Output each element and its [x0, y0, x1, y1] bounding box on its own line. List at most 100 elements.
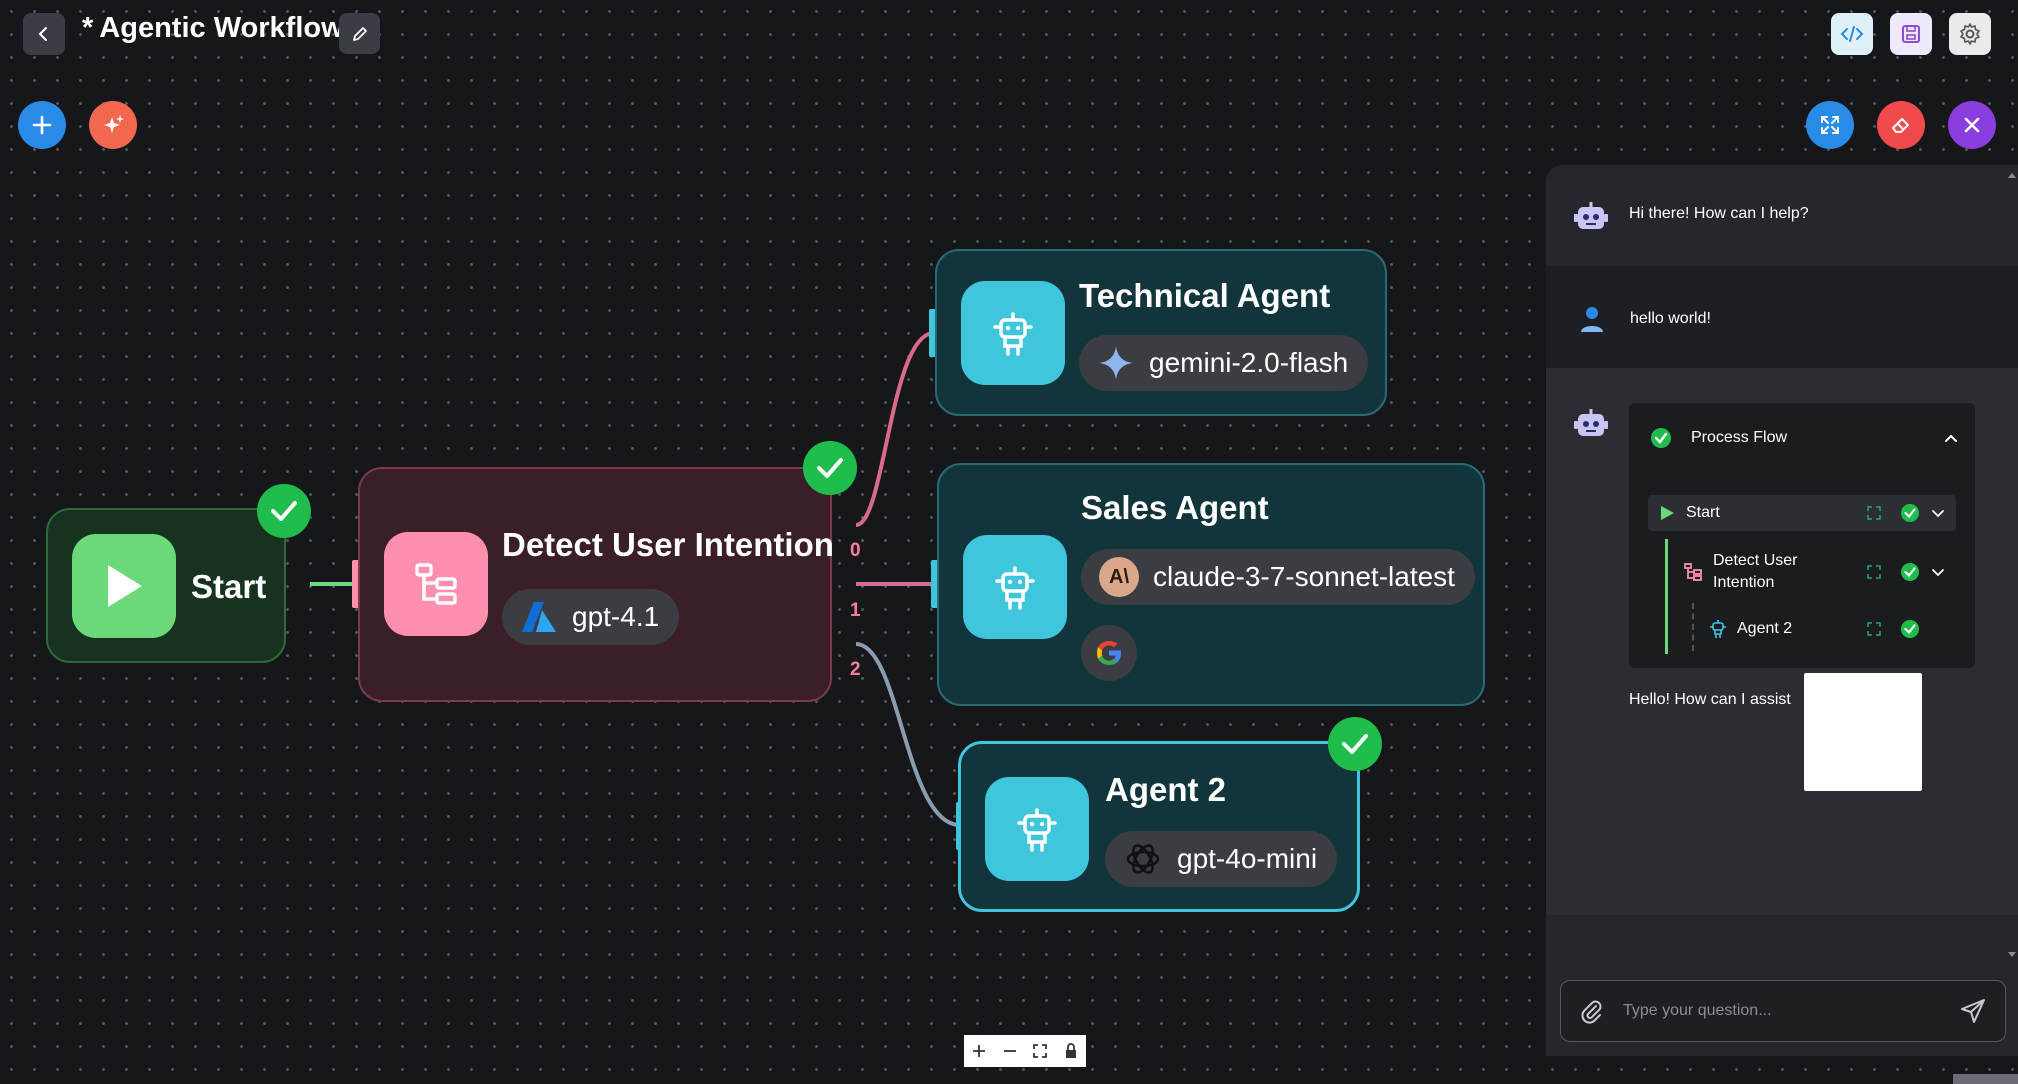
chat-input-box — [1560, 980, 2006, 1042]
technical-input-handle[interactable] — [929, 309, 940, 357]
canvas-controls — [964, 1035, 1086, 1067]
node-technical-agent[interactable]: Technical Agent gemini-2.0-flash — [935, 249, 1387, 416]
lock-icon[interactable] — [1062, 1042, 1080, 1060]
anthropic-icon: A\ — [1099, 557, 1139, 597]
start-success-check — [257, 484, 311, 538]
branch-tree-icon — [415, 563, 457, 605]
tooltip-popup — [1804, 673, 1922, 791]
robot-icon — [1710, 620, 1726, 638]
chat-message-text: hello world! — [1630, 310, 1711, 327]
settings-button[interactable] — [1949, 13, 1991, 55]
port-label-1: 1 — [850, 600, 861, 621]
port-label-2: 2 — [850, 659, 861, 680]
fit-view-icon[interactable] — [1031, 1042, 1049, 1060]
plus-icon — [32, 115, 52, 135]
detect-node-icon — [384, 532, 488, 636]
process-step-start[interactable]: Start — [1648, 495, 1956, 531]
process-step-label: Agent 2 — [1737, 620, 1793, 637]
gemini-icon — [1099, 346, 1133, 380]
process-step-detect[interactable]: Detect User Intention — [1683, 550, 1956, 594]
detect-node-label: Detect User Intention — [502, 526, 834, 563]
back-button[interactable] — [23, 13, 65, 55]
sparkles-icon — [104, 115, 124, 133]
sales-node-icon — [963, 535, 1067, 639]
sales-input-handle[interactable] — [931, 560, 942, 608]
detect-model-pill[interactable]: gpt-4.1 — [502, 589, 680, 645]
chat-message-bot: Hi there! How can I help? — [1546, 165, 2018, 266]
success-check-icon — [1901, 620, 1919, 638]
user-avatar-icon — [1581, 307, 1603, 332]
technical-node-label: Technical Agent — [1079, 277, 1331, 314]
code-view-button[interactable] — [1831, 13, 1873, 55]
start-node-icon — [72, 534, 176, 638]
chat-scrollbar[interactable] — [2006, 167, 2018, 957]
chevron-left-icon — [38, 27, 47, 41]
close-icon — [1964, 117, 1980, 133]
chat-input[interactable] — [1623, 1002, 1941, 1020]
panel-resize-handle[interactable] — [1953, 1074, 2018, 1084]
expand-icon[interactable] — [1866, 621, 1882, 637]
edge-port2-agent2 — [855, 642, 961, 827]
expand-icon[interactable] — [1866, 505, 1882, 521]
node-detect-user-intention[interactable]: Detect User Intention gpt-4.1 — [358, 467, 834, 702]
ai-generate-button[interactable] — [89, 101, 137, 149]
unsaved-marker: * — [82, 12, 94, 44]
agent2-model-name: gpt-4o-mini — [1177, 843, 1318, 874]
edge-layer — [310, 331, 961, 827]
agent2-model-pill[interactable]: gpt-4o-mini — [1105, 831, 1338, 887]
start-node-label: Start — [191, 568, 267, 605]
branch-tree-icon — [1684, 563, 1702, 581]
clear-chat-button[interactable] — [1877, 101, 1925, 149]
pencil-icon — [352, 26, 367, 41]
sales-tool-google[interactable] — [1081, 625, 1137, 681]
expand-icon — [1821, 116, 1839, 134]
port-label-0: 0 — [850, 540, 861, 561]
paperclip-icon[interactable] — [1579, 998, 1605, 1024]
azure-icon — [522, 602, 556, 632]
eraser-icon — [1892, 118, 1909, 133]
chevron-up-icon[interactable] — [1942, 429, 1960, 447]
scroll-down-icon[interactable] — [2006, 950, 2018, 960]
send-icon[interactable] — [1959, 997, 1987, 1025]
robot-icon — [1017, 808, 1057, 852]
agent2-node-icon — [985, 777, 1089, 881]
sales-node-label: Sales Agent — [1081, 489, 1269, 526]
save-button[interactable] — [1890, 13, 1932, 55]
check-icon — [817, 458, 843, 478]
close-chat-button[interactable] — [1948, 101, 1996, 149]
node-sales-agent[interactable]: Sales Agent A\ claude-3-7-sonnet-latest — [937, 463, 1485, 706]
node-agent-2[interactable]: Agent 2 gpt-4o-mini — [958, 741, 1360, 912]
edge-port0-technical — [855, 331, 935, 527]
agent2-node-label: Agent 2 — [1105, 771, 1227, 808]
agent2-success-check — [1328, 717, 1382, 771]
success-check-icon — [1901, 504, 1919, 522]
fullscreen-button[interactable] — [1806, 101, 1854, 149]
sales-model-pill[interactable]: A\ claude-3-7-sonnet-latest — [1081, 549, 1475, 605]
process-flow-header[interactable]: Process Flow — [1650, 427, 1960, 449]
edit-title-button[interactable] — [339, 13, 380, 54]
robot-icon — [995, 566, 1035, 610]
code-icon — [1840, 26, 1864, 42]
detect-input-handle[interactable] — [352, 560, 363, 608]
bot-avatar-icon — [1574, 409, 1608, 436]
node-start[interactable]: Start — [46, 508, 286, 663]
expand-icon[interactable] — [1866, 564, 1882, 580]
chat-message-text: Hi there! How can I help? — [1629, 205, 1809, 222]
google-icon — [1097, 641, 1121, 665]
chat-reply-text: Hello! How can I assist — [1629, 691, 1791, 708]
zoom-in-icon[interactable] — [970, 1042, 988, 1060]
technical-model-pill[interactable]: gemini-2.0-flash — [1079, 335, 1369, 391]
sales-model-name: claude-3-7-sonnet-latest — [1153, 561, 1455, 592]
process-tree-line — [1665, 539, 1668, 654]
add-node-button[interactable] — [18, 101, 66, 149]
check-icon — [1342, 734, 1368, 754]
scroll-up-icon[interactable] — [2006, 170, 2018, 180]
zoom-out-icon[interactable] — [1001, 1042, 1019, 1060]
process-step-label: Detect User Intention — [1713, 552, 1798, 591]
chevron-down-icon[interactable] — [1930, 564, 1946, 580]
chevron-down-icon[interactable] — [1930, 505, 1946, 521]
chat-message-user: hello world! — [1546, 266, 2018, 368]
bot-avatar-icon — [1574, 202, 1608, 229]
process-flow-card: Process Flow Start Detect User Intention… — [1629, 403, 1975, 668]
process-step-agent2[interactable]: Agent 2 — [1709, 615, 1956, 643]
